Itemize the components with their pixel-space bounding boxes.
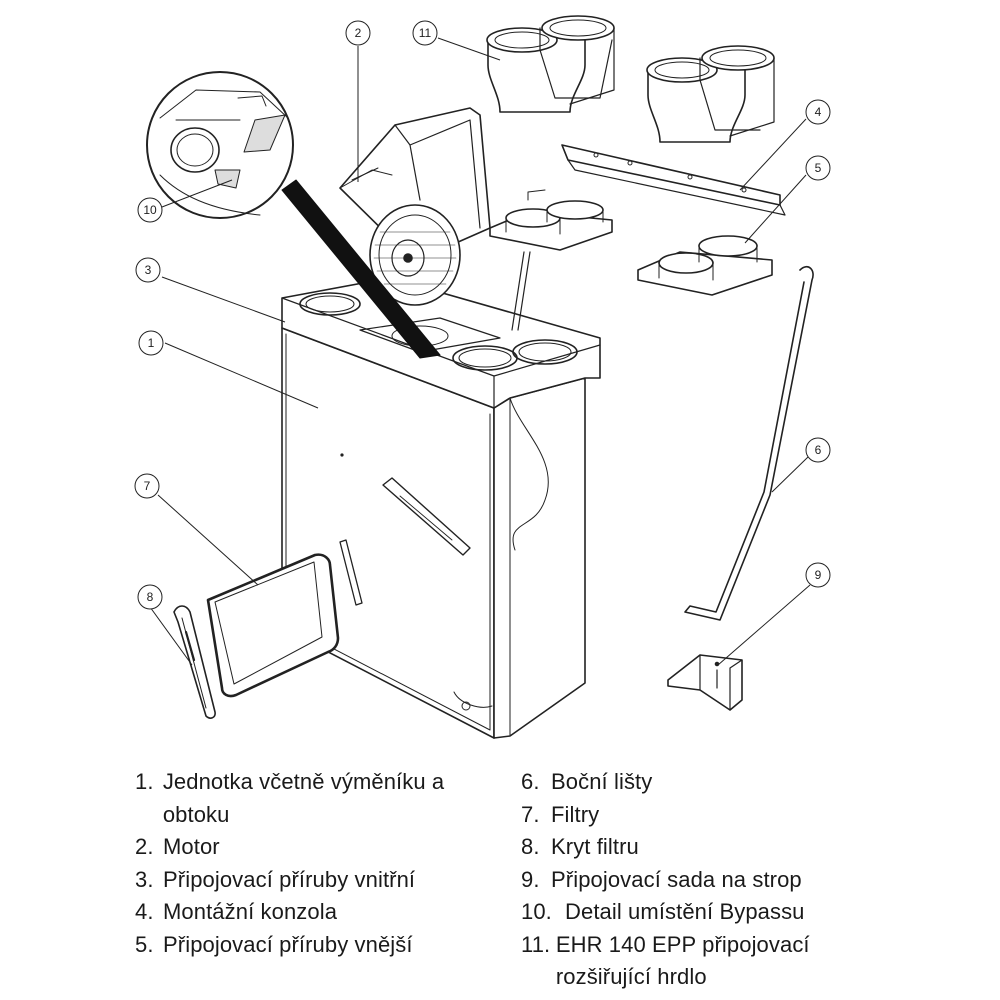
legend-text: Boční lišty [551,769,653,794]
outer-flange-plate [637,235,773,296]
legend-text: Připojovací příruby vnější [163,931,413,957]
legend-right-column: 6. Boční lišty 7. Filtry 8. Kryt filtru … [521,766,881,994]
callout-1 [138,330,164,356]
legend-text: Jednotka včetně výměníku a obtoku [162,769,445,827]
legend-text: Detail umístění Bypassu [565,899,805,924]
legend-item-3: 3. Připojovací příruby vnitřní [135,864,515,897]
side-rail [684,265,814,621]
legend-item-7: 7. Filtry [521,799,881,832]
callout-8 [137,584,163,610]
callout-label-7: 7 [144,479,151,493]
bypass-detail-inset [146,71,294,219]
legend-number: 7. [521,801,540,827]
legend-item-4: 4. Montážní konzola [135,896,515,929]
callout-label-8: 8 [147,590,154,604]
legend-text: Kryt filtru [551,834,639,859]
callout-9 [805,562,831,588]
legend-item-6: 6. Boční lišty [521,766,881,799]
legend-text: Filtry [551,801,600,827]
callout-label-11: 11 [419,26,432,40]
legend-item-1: 1. Jednotka včetně výměníku a obtoku [135,766,515,831]
legend-left-column: 1. Jednotka včetně výměníku a obtoku 2. … [135,766,515,961]
inner-flange-plate [489,189,613,331]
filter-cover [173,605,216,719]
callout-5 [805,155,831,181]
legend-number: 8. [521,834,540,859]
callout-label-6: 6 [815,443,822,457]
exploded-assembly-diagram: 1 2 3 4 5 6 7 8 9 10 11 [134,15,831,739]
legend-number: 2. [135,834,154,859]
ventilation-unit-body [281,277,601,739]
legend-text: EHR 140 EPP připojovací rozšiřující hrdl… [555,931,810,990]
extension-collar-left [486,15,615,113]
callout-4 [805,99,831,125]
legend-item-5: 5. Připojovací příruby vnější [135,929,515,962]
legend-item-9: 9. Připojovací sada na strop [521,864,881,897]
filter-panel [206,553,340,698]
legend-item-2: 2. Motor [135,831,515,864]
callout-11 [412,20,438,46]
callout-label-9: 9 [815,568,822,582]
callout-3 [135,257,161,283]
callout-7 [134,473,160,499]
callout-2 [345,20,371,46]
legend-number: 6. [521,769,540,794]
extension-collar-right [646,45,775,143]
legend-item-11: 11. EHR 140 EPP připojovací rozšiřující … [521,929,881,994]
legend-number: 3. [135,866,154,892]
callout-label-3: 3 [145,263,152,277]
callout-6 [805,437,831,463]
callout-label-5: 5 [815,161,822,175]
legend-number: 4. [135,899,154,924]
callout-label-2: 2 [355,26,362,40]
ceiling-bracket [667,654,743,711]
legend-number: 5. [135,931,154,957]
legend-text: Motor [163,834,220,859]
legend-number: 9. [521,866,540,892]
legend-number: 11. [521,931,551,957]
callout-10 [137,197,163,223]
legend-number: 1. [135,769,154,794]
legend-text: Připojovací příruby vnitřní [163,866,416,892]
motor-fan-assembly [339,107,491,306]
callout-label-4: 4 [815,105,822,119]
legend-text: Připojovací sada na strop [551,866,802,892]
callout-label-10: 10 [143,203,157,217]
legend-text: Montážní konzola [163,899,338,924]
legend-item-10: 10. Detail umístění Bypassu [521,896,881,929]
mounting-bracket [561,144,786,216]
legend-number: 10. [521,899,552,924]
callout-label-1: 1 [148,336,155,350]
legend-item-8: 8. Kryt filtru [521,831,881,864]
